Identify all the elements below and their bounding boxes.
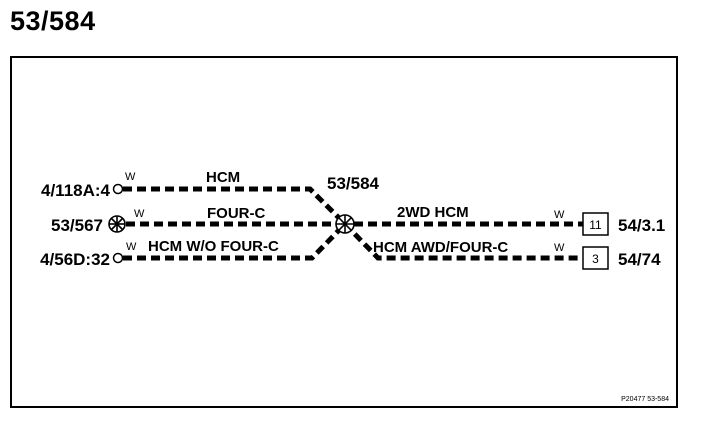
wire-label: FOUR-C xyxy=(207,205,265,222)
connector-label: 54/3.1 xyxy=(618,216,665,235)
pin-box xyxy=(582,246,609,270)
wire-label: HCM AWD/FOUR-C xyxy=(373,239,508,256)
splice-label: 53/584 xyxy=(327,174,380,193)
wire-color: W xyxy=(554,242,565,254)
connector-label: 4/118A:4 xyxy=(41,181,111,200)
connector-label: 4/56D:32 xyxy=(40,250,110,269)
wire-color: W xyxy=(125,171,136,183)
pin-number: 11 xyxy=(589,218,602,232)
diagram-frame xyxy=(10,56,678,408)
terminal-circle-icon xyxy=(112,252,124,264)
pin-box xyxy=(582,212,609,236)
wire-hcm-awd-four-c xyxy=(343,222,583,261)
pin-number: 3 xyxy=(592,252,599,266)
figure-code: P20477 53-584 xyxy=(621,396,669,403)
connector-label: 54/74 xyxy=(618,250,661,269)
wire-label: 2WD HCM xyxy=(397,204,469,221)
splice-junction-icon xyxy=(335,214,355,234)
wire-label: HCM xyxy=(206,169,240,186)
wire-hcm-wo-four-c xyxy=(123,222,347,261)
wire-label: HCM W/O FOUR-C xyxy=(148,238,279,255)
wire-color: W xyxy=(554,209,565,221)
terminal-circle-icon xyxy=(112,183,124,195)
ground-splice-icon xyxy=(108,215,126,233)
page-title: 53/584 xyxy=(10,6,96,36)
wire-hcm xyxy=(123,186,347,226)
wire-color: W xyxy=(134,208,145,220)
connector-label: 53/567 xyxy=(51,216,103,235)
wire-color: W xyxy=(126,241,137,253)
